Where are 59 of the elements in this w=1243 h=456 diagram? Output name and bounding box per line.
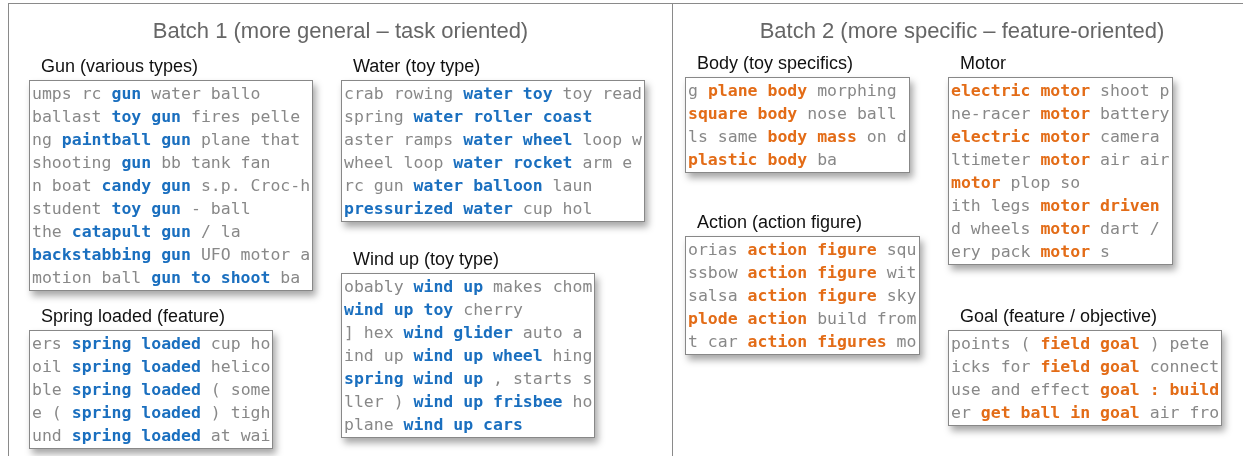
snippet-line: backstabbing gun UFO motor a: [32, 244, 311, 266]
snippet-line: d wheels motor dart /: [951, 218, 1161, 240]
snippet-line: electric motor shoot p: [951, 80, 1170, 102]
snippet-line: square body nose ball: [688, 103, 898, 125]
snippet-line: wind up toy cherry: [344, 299, 524, 321]
snippet-line: orias action figure squ: [688, 239, 917, 261]
snippet-line: motion ball gun to shoot ba: [32, 267, 302, 289]
snippet-line: umps rc gun water ballo: [32, 83, 262, 105]
snippet-line: electric motor camera: [951, 126, 1161, 148]
snippet-line: ne-racer motor battery: [951, 103, 1170, 125]
batch-panel: [8, 3, 673, 456]
snippet-line: spring water roller coast: [344, 106, 594, 128]
snippet-line: icks for field goal connect: [951, 356, 1220, 378]
card-heading: Gun (various types): [41, 56, 200, 77]
panel-title: Batch 2 (more specific – feature-oriented): [758, 18, 1166, 44]
snippet-line: pressurized water cup hol: [344, 198, 594, 220]
snippet-line: ith legs motor driven: [951, 195, 1161, 217]
card-heading: Water (toy type): [353, 56, 482, 77]
snippet-line: e ( spring loaded ) tigh: [32, 402, 271, 424]
snippet-line: g plane body morphing: [688, 80, 898, 102]
card-heading: Motor: [960, 53, 1007, 74]
snippet-line: use and effect goal : build: [951, 379, 1220, 401]
card-heading: Wind up (toy type): [353, 249, 501, 270]
snippet-line: t car action figures mo: [688, 331, 917, 353]
panel-title: Batch 1 (more general – task oriented): [151, 18, 530, 44]
snippet-line: wheel loop water rocket arm e: [344, 152, 634, 174]
snippet-line: plastic body ba: [688, 149, 839, 171]
snippet-line: und spring loaded at wai: [32, 425, 271, 447]
snippet-line: crab rowing water toy toy read: [344, 83, 643, 105]
snippet-line: spring wind up , starts s: [344, 368, 593, 390]
snippet-line: ssbow action figure wit: [688, 262, 917, 284]
snippet-line: ballast toy gun fires pelle: [32, 106, 302, 128]
snippet-line: ers spring loaded cup ho: [32, 333, 271, 355]
snippet-line: salsa action figure sky: [688, 285, 917, 307]
snippet-line: ery pack motor s: [951, 241, 1111, 263]
snippet-line: ller ) wind up frisbee ho: [344, 391, 593, 413]
snippet-line: student toy gun - ball: [32, 198, 252, 220]
card-heading: Action (action figure): [697, 212, 864, 233]
snippet-line: plane wind up cars: [344, 414, 524, 436]
snippet-line: ble spring loaded ( some: [32, 379, 271, 401]
snippet-line: motor plop so: [951, 172, 1082, 194]
snippet-line: oil spring loaded helico: [32, 356, 271, 378]
snippet-line: ng paintball gun plane that: [32, 129, 302, 151]
snippet-line: aster ramps water wheel loop w: [344, 129, 643, 151]
snippet-line: obably wind up makes chom: [344, 276, 593, 298]
snippet-line: the catapult gun / la: [32, 221, 242, 243]
snippet-line: er get ball in goal air fro: [951, 402, 1220, 424]
snippet-line: shooting gun bb tank fan: [32, 152, 272, 174]
snippet-line: ls same body mass on d: [688, 126, 907, 148]
snippet-line: n boat candy gun s.p. Croc-h: [32, 175, 311, 197]
snippet-line: ltimeter motor air air: [951, 149, 1170, 171]
card-heading: Body (toy specifics): [697, 53, 855, 74]
card-heading: Spring loaded (feature): [41, 306, 227, 327]
snippet-line: ] hex wind glider auto a: [344, 322, 584, 344]
card-heading: Goal (feature / objective): [960, 306, 1159, 327]
snippet-line: rc gun water balloon laun: [344, 175, 594, 197]
snippet-line: ind up wind up wheel hing: [344, 345, 593, 367]
snippet-line: plode action build from: [688, 308, 917, 330]
snippet-line: points ( field goal ) pete: [951, 333, 1211, 355]
